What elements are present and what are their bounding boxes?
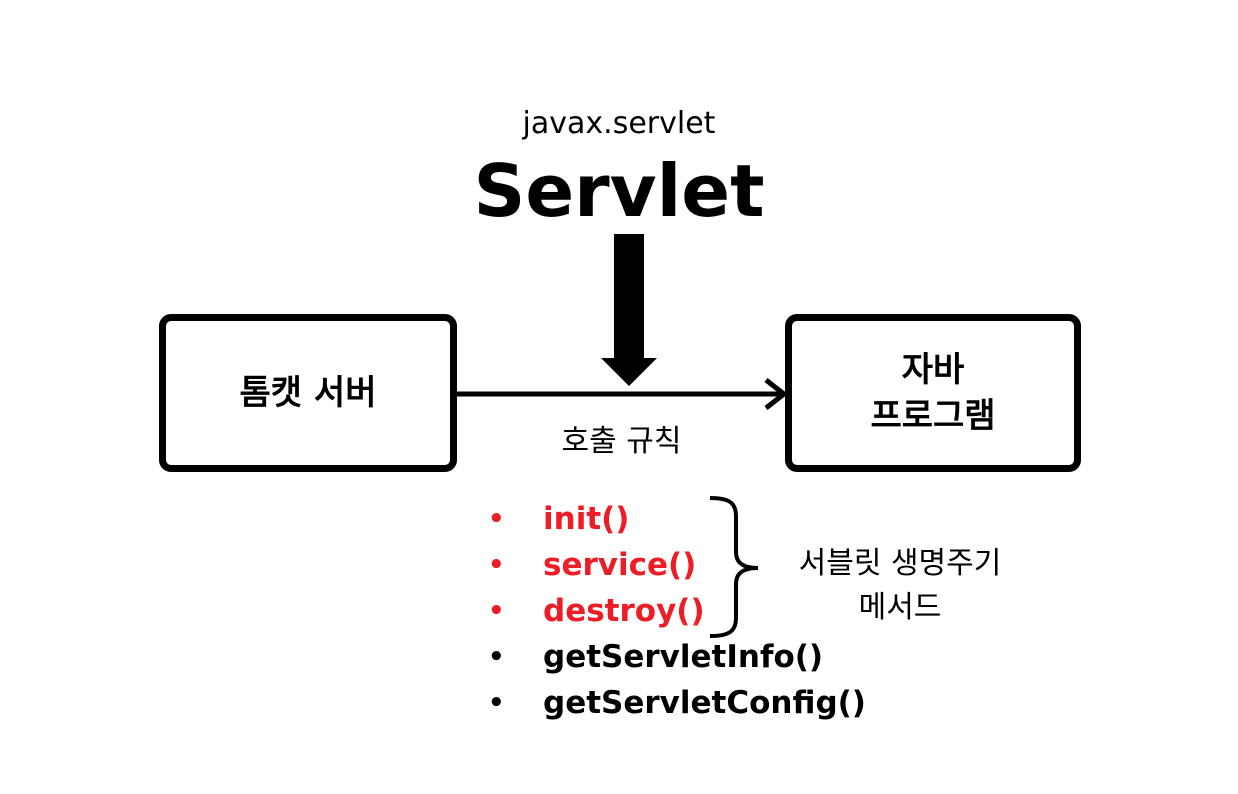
bullet-icon: •	[488, 596, 505, 626]
java-program-box: 자바 프로그램	[785, 314, 1081, 472]
call-arrow	[457, 378, 789, 410]
lifecycle-brace	[709, 496, 759, 638]
lifecycle-label-line1: 서블릿 생명주기	[798, 546, 1002, 581]
method-item: • service()	[488, 542, 866, 588]
tomcat-server-label: 톰캣 서버	[239, 373, 377, 413]
method-name: getServletInfo()	[543, 639, 824, 675]
method-item: • init()	[488, 496, 866, 542]
method-name: init()	[543, 501, 630, 537]
java-program-label-line2: 프로그램	[870, 396, 996, 436]
method-name: service()	[543, 547, 697, 583]
bullet-icon: •	[488, 688, 505, 718]
method-item: • getServletInfo()	[488, 634, 866, 680]
method-item: • getServletConfig()	[488, 680, 866, 726]
down-arrow	[601, 234, 657, 386]
package-name: javax.servlet	[522, 106, 716, 141]
lifecycle-label-line2: 메서드	[858, 590, 942, 625]
tomcat-server-box: 톰캣 서버	[159, 314, 457, 472]
bullet-icon: •	[488, 550, 505, 580]
method-name: getServletConfig()	[543, 685, 866, 721]
bullet-icon: •	[488, 642, 505, 672]
method-name: destroy()	[543, 593, 705, 629]
method-item: • destroy()	[488, 588, 866, 634]
java-program-label-line1: 자바	[901, 350, 965, 390]
call-rule-label: 호출 규칙	[561, 424, 682, 459]
bullet-icon: •	[488, 504, 505, 534]
method-list: • init() • service() • destroy() • getSe…	[488, 496, 866, 726]
servlet-title: Servlet	[473, 149, 765, 233]
lifecycle-group-label: 서블릿 생명주기 메서드	[770, 542, 1030, 630]
